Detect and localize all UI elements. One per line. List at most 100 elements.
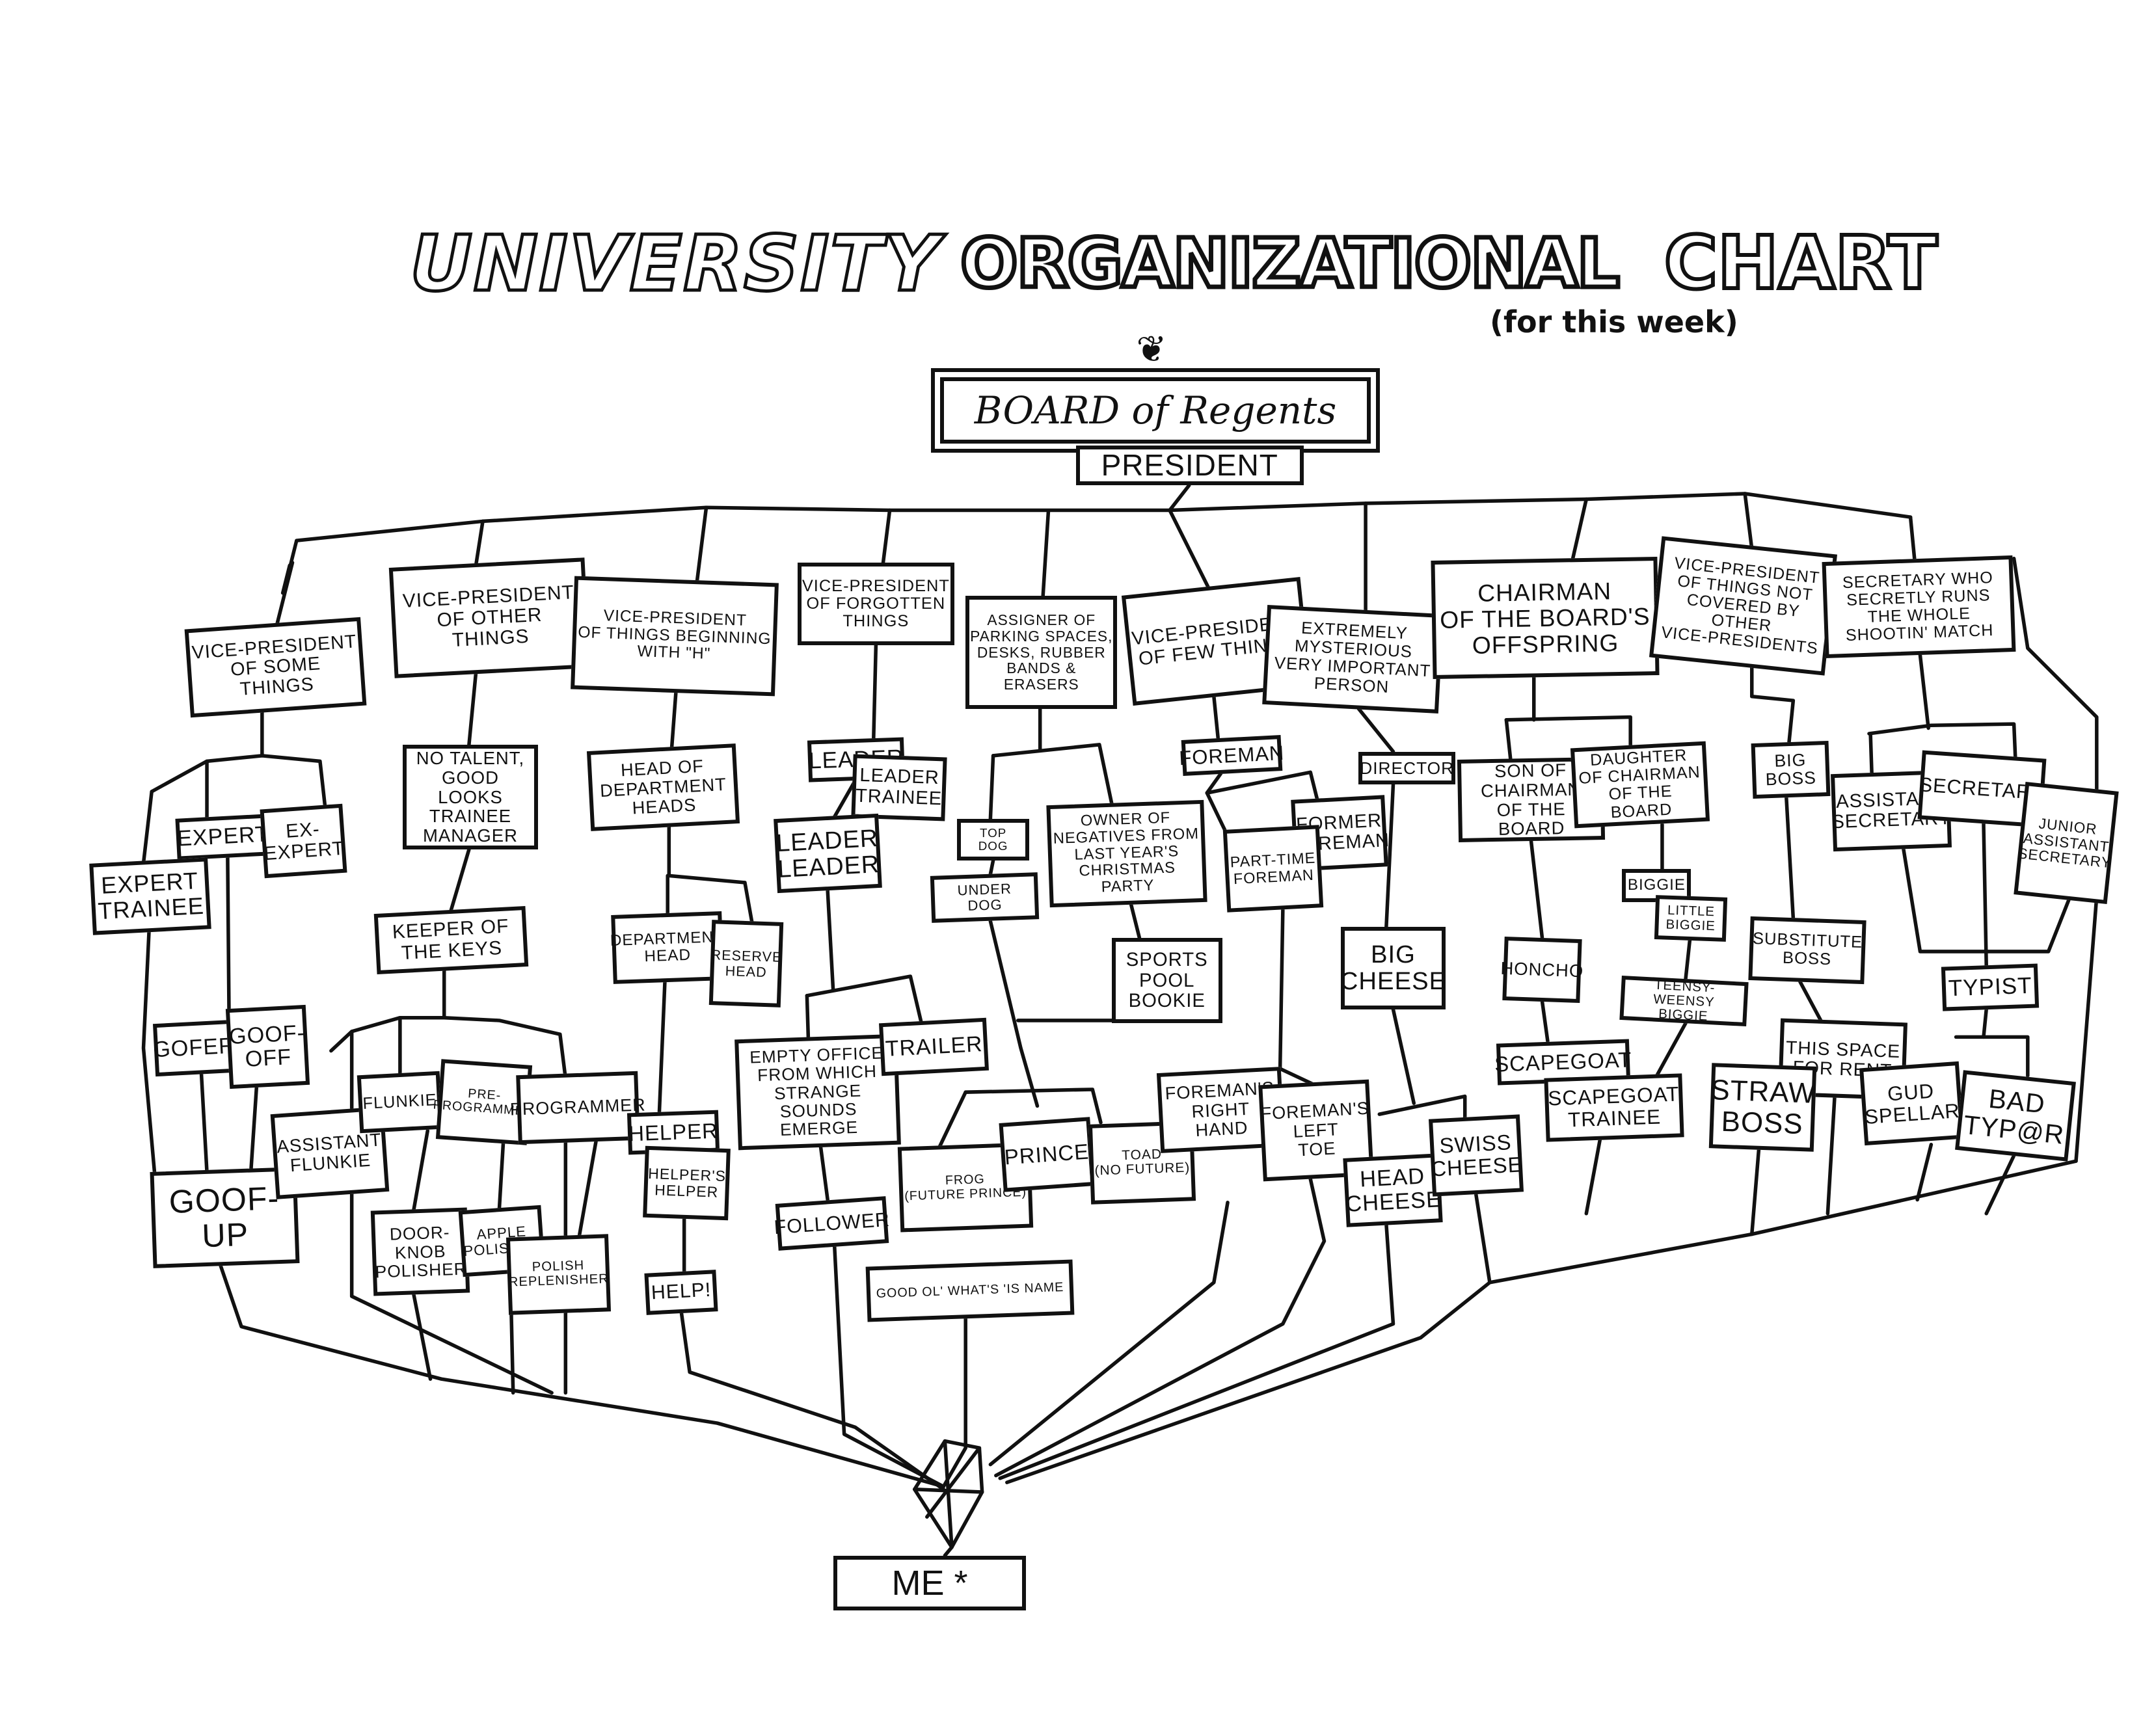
node-head-cheese: HEAD CHEESE xyxy=(1343,1153,1444,1227)
connector-line xyxy=(988,859,995,876)
diamond-facet xyxy=(925,1446,982,1519)
node-junior-assistant-secretary: JUNIOR ASSISTANT SECRETARY xyxy=(2014,781,2119,904)
connector-line xyxy=(1743,492,1754,551)
node-programmer: PROGRAMMER xyxy=(510,1071,646,1144)
connector-line xyxy=(1902,847,2071,954)
connector-line xyxy=(1570,497,1589,562)
node-polish-replenisher: POLISH REPLENISHER xyxy=(506,1234,612,1315)
connector-line xyxy=(826,888,835,993)
node-director: DIRECTOR xyxy=(1358,751,1455,785)
node-part-time-foreman: PART-TIME FOREMAN xyxy=(1222,825,1324,913)
diamond-icon xyxy=(912,1439,984,1549)
connector-line xyxy=(1584,1137,1602,1216)
connector-line xyxy=(412,1293,433,1381)
title-university: UNIVERSITY xyxy=(408,217,941,310)
connector-line xyxy=(1168,483,1191,513)
connector-line xyxy=(1005,1192,1492,1484)
connector-line xyxy=(1356,707,1395,754)
connector-line xyxy=(694,505,708,587)
node-leader-trainee: LEADER TRAINEE xyxy=(851,754,948,821)
node-no-talent: NO TALENT, GOOD LOOKS TRAINEE MANAGER xyxy=(403,744,538,850)
connector-line xyxy=(1377,1094,1467,1122)
node-head-dept-heads: HEAD OF DEPARTMENT HEADS xyxy=(587,743,740,832)
title-chart: CHART xyxy=(1662,219,1939,308)
connector-line xyxy=(988,1201,1230,1467)
connector-line xyxy=(1984,1153,2016,1216)
connector-line xyxy=(963,1087,1103,1125)
connector-line xyxy=(1785,795,1796,920)
connector-line xyxy=(219,1264,946,1489)
node-prince: PRINCE xyxy=(999,1116,1095,1192)
node-door-knob: DOOR- KNOB POLISHER xyxy=(371,1207,471,1297)
subtitle: (for this week) xyxy=(1490,304,1738,340)
node-vp-not-covered: VICE-PRESIDENT OF THINGS NOT COVERED BY … xyxy=(1649,535,1838,675)
node-gofer: GOFER xyxy=(153,1019,236,1076)
connector-line xyxy=(474,519,485,568)
connector-line xyxy=(881,508,892,568)
connector-line xyxy=(1488,1159,2078,1285)
node-chairman-offspring: CHAIRMAN OF THE BOARD'S OFFSPRING xyxy=(1431,556,1660,680)
page-title: UNIVERSITY ORGANIZATIONAL CHART xyxy=(408,217,1939,310)
node-mysterious: EXTREMELY MYSTERIOUS VERY IMPORTANT PERS… xyxy=(1262,605,1444,714)
connector-line xyxy=(1529,839,1544,940)
connector-line xyxy=(871,643,878,758)
node-big-boss: BIG BOSS xyxy=(1751,740,1830,799)
node-secretary-runs: SECRETARY WHO SECRETLY RUNS THE WHOLE SH… xyxy=(1822,555,2016,659)
node-vp-forgotten: VICE-PRESIDENT OF FORGOTTEN THINGS xyxy=(797,563,955,646)
connector-line xyxy=(994,1177,1327,1478)
node-scapegoat-trainee: SCAPEGOAT TRAINEE xyxy=(1544,1073,1684,1142)
node-assigner: ASSIGNER OF PARKING SPACES, DESKS, RUBBE… xyxy=(965,595,1118,709)
connector-line xyxy=(1384,782,1395,929)
connector-line xyxy=(833,1244,946,1489)
connector-line xyxy=(1278,908,1285,1071)
node-straw-boss: STRAW BOSS xyxy=(1708,1063,1817,1153)
connector-line xyxy=(1982,1007,1988,1039)
node-little-biggie: LITTLE BIGGIE xyxy=(1654,895,1728,942)
connector-line xyxy=(657,980,667,1114)
connector-line xyxy=(249,1084,259,1171)
connector-line xyxy=(669,690,678,749)
node-helpers-helper: HELPER'S HELPER xyxy=(643,1145,731,1221)
connector-line xyxy=(1868,732,1874,777)
connector-line xyxy=(667,825,754,924)
connector-line xyxy=(150,754,328,813)
connector-line xyxy=(1205,770,1319,802)
connector-line xyxy=(941,1316,967,1489)
node-teensy-biggie: TEENSY-WEENSY BIGGIE xyxy=(1619,976,1749,1027)
me-box: ME * xyxy=(833,1556,1026,1610)
node-daughter-chairman: DAUGHTER OF CHAIRMAN OF THE BOARD xyxy=(1570,741,1710,829)
connector-line xyxy=(1750,1148,1761,1236)
connector-line xyxy=(988,754,995,821)
connector-line xyxy=(991,743,1114,806)
connector-line xyxy=(1798,980,1823,1022)
connector-line xyxy=(1908,515,1917,562)
node-vp-some: VICE-PRESIDENT OF SOME THINGS xyxy=(184,617,368,718)
connector-line xyxy=(1918,653,1930,730)
node-sports-pool: SPORTS POOL BOOKIE xyxy=(1111,937,1222,1024)
node-owner-negatives: OWNER OF NEGATIVES FROM LAST YEAR'S CHRI… xyxy=(1046,799,1207,908)
connector-line xyxy=(1504,715,1632,754)
president-box: PRESIDENT xyxy=(1075,445,1304,486)
connector-line xyxy=(1212,694,1220,740)
connector-line xyxy=(141,930,157,1174)
connector-line xyxy=(274,561,295,631)
node-honcho: HONCHO xyxy=(1500,936,1584,1003)
connector-line xyxy=(1041,509,1051,600)
connector-line xyxy=(998,1222,1395,1480)
connector-line xyxy=(1168,508,1213,595)
connector-line xyxy=(1504,717,1513,760)
connector-line xyxy=(1826,1095,1837,1216)
node-under-dog: UNDER DOG xyxy=(930,872,1040,924)
connector-line xyxy=(497,1137,505,1210)
node-follower: FOLLOWER xyxy=(773,1195,891,1251)
node-ex-expert: EX- EXPERT xyxy=(260,804,347,879)
connector-line xyxy=(141,790,154,865)
node-goof-off: GOOF- OFF xyxy=(225,1004,310,1089)
connector-line xyxy=(1205,791,1227,833)
node-typist: TYPIST xyxy=(1941,963,2040,1011)
ornament-icon: ❦ xyxy=(1136,328,1167,369)
node-gud-spellar: GUD SPELLAR xyxy=(1859,1061,1964,1145)
node-big-cheese: BIG CHEESE xyxy=(1340,926,1446,1010)
